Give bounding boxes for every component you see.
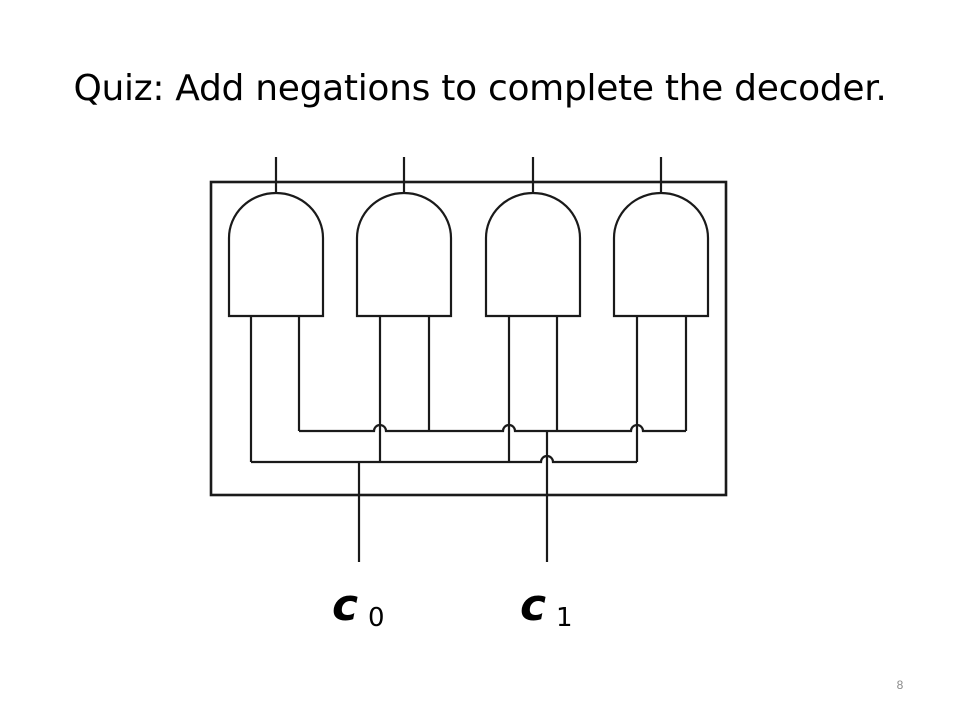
input-label-c0-subscript: 0	[368, 603, 385, 633]
bus-c1	[299, 423, 686, 433]
and-gate-1	[355, 191, 453, 318]
bus-c0	[251, 454, 637, 464]
and-gate-2	[484, 191, 582, 318]
input-label-c1-name: c	[520, 580, 546, 631]
slide-title: Quiz: Add negations to complete the deco…	[73, 68, 887, 109]
input-label-c0-name: c	[332, 580, 358, 631]
decoder-box	[209, 180, 728, 497]
slide-number: 8	[896, 678, 904, 692]
and-gate-0	[227, 191, 325, 318]
input-label-c1-subscript: 1	[556, 603, 573, 633]
and-gate-3	[612, 191, 710, 318]
